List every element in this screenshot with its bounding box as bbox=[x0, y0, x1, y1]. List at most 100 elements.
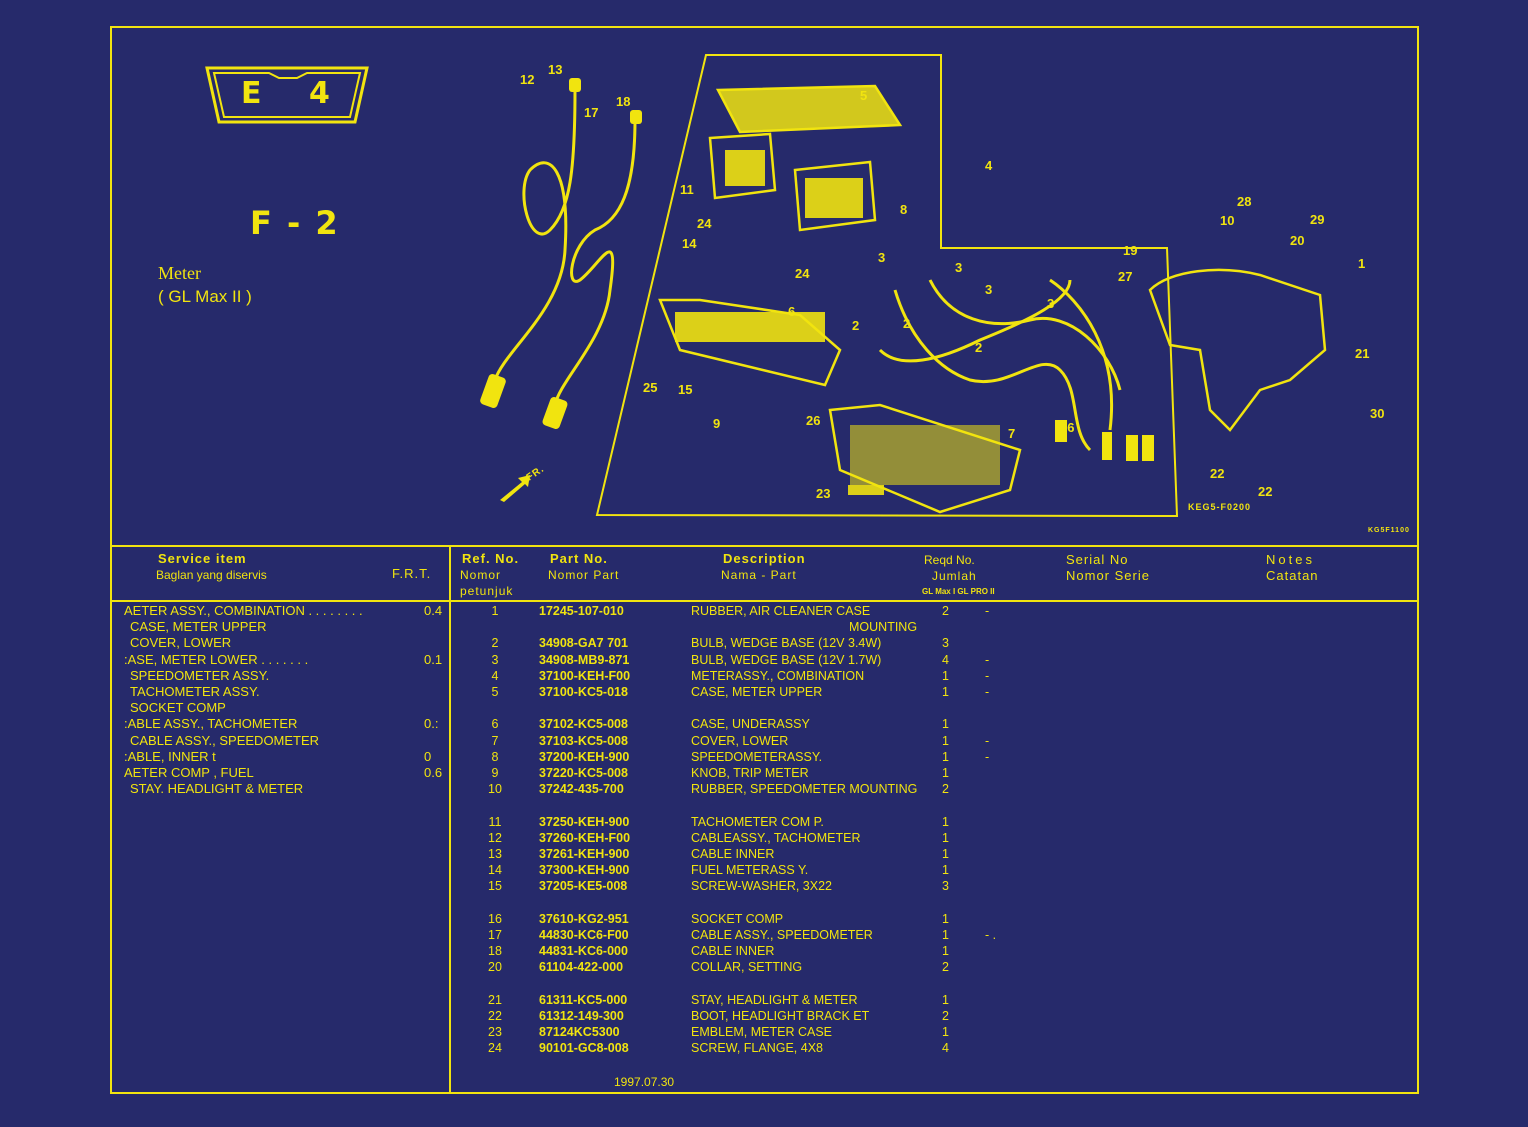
parts-desc: RUBBER, AIR CLEANER CASE bbox=[691, 604, 871, 618]
parts-qty: 2 bbox=[942, 604, 949, 618]
parts-ref: 17 bbox=[488, 928, 502, 942]
parts-qty: 1 bbox=[942, 944, 949, 959]
figure-reference: F - 2 bbox=[250, 204, 340, 242]
callout-10: 10 bbox=[1220, 213, 1235, 228]
parts-qty: 1 bbox=[942, 668, 949, 683]
parts-mark: - bbox=[985, 749, 990, 764]
callout-1: 1 bbox=[1358, 256, 1366, 271]
parts-ref: 16 bbox=[488, 911, 502, 926]
header-part-id: Nomor Part bbox=[548, 568, 620, 582]
parts-ref: 18 bbox=[488, 944, 502, 959]
callout-3a: 3 bbox=[878, 250, 886, 265]
service-item-row: SOCKET COMP bbox=[124, 700, 444, 716]
header-service-en: Service item bbox=[158, 551, 247, 566]
callout-2b: 2 bbox=[903, 316, 911, 331]
parts-pno: 37103-KC5-008 bbox=[539, 733, 628, 748]
divider-top-table bbox=[110, 545, 1419, 547]
print-date: 1997.07.30 bbox=[614, 1075, 675, 1089]
parts-pno: 37242-435-700 bbox=[539, 782, 624, 797]
parts-desc: CABLE ASSY., SPEEDOMETER bbox=[691, 928, 873, 942]
parts-ref: 8 bbox=[491, 749, 499, 764]
catalog-frame bbox=[110, 26, 1419, 1094]
badge-number: 4 bbox=[309, 76, 330, 111]
parts-desc-continuation: MOUNTING bbox=[849, 620, 918, 635]
parts-desc: SOCKET COMP bbox=[691, 911, 784, 926]
parts-pno: 37261-KEH-900 bbox=[539, 847, 630, 861]
header-ref-id2: petunjuk bbox=[460, 584, 514, 598]
callout-6: 6 bbox=[788, 304, 796, 319]
service-item-name: COVER, LOWER bbox=[130, 635, 232, 651]
parts-qty: 1 bbox=[942, 733, 949, 748]
callout-3b: 3 bbox=[955, 260, 963, 275]
parts-desc: SCREW-WASHER, 3X22 bbox=[691, 879, 833, 894]
callout-22b: 22 bbox=[1258, 484, 1273, 499]
parts-mark: - bbox=[985, 668, 990, 683]
parts-ref: 24 bbox=[488, 1041, 502, 1056]
parts-ref: 15 bbox=[488, 879, 502, 894]
divider-column bbox=[449, 545, 451, 1093]
callout-8: 8 bbox=[900, 202, 908, 217]
callout-5: 5 bbox=[860, 88, 868, 103]
page-title: Meter bbox=[158, 263, 201, 283]
diagram-corner-code: KG5F1100 bbox=[1368, 527, 1410, 534]
parts-qty: 1 bbox=[942, 863, 949, 878]
parts-desc: CABLE INNER bbox=[691, 944, 775, 959]
parts-ref: 4 bbox=[491, 668, 499, 683]
callout-26: 26 bbox=[806, 413, 821, 428]
callout-22a: 22 bbox=[1210, 466, 1225, 481]
parts-desc: METERASSY., COMBINATION bbox=[691, 668, 865, 683]
parts-desc: SPEEDOMETERASSY. bbox=[691, 749, 823, 764]
service-item-row: AETER ASSY., COMBINATION . . . . . . . .… bbox=[124, 603, 444, 619]
parts-pno: 61311-KC5-000 bbox=[539, 992, 628, 1007]
header-serial-en: Serial No bbox=[1066, 552, 1129, 567]
service-item-name: SPEEDOMETER ASSY. bbox=[130, 667, 270, 683]
parts-pno: 37100-KC5-018 bbox=[539, 685, 628, 699]
callout-27: 27 bbox=[1118, 269, 1133, 284]
service-item-name: AETER ASSY., COMBINATION . . . . . . . . bbox=[124, 603, 363, 618]
service-item-name: CASE, METER UPPER bbox=[130, 619, 267, 635]
header-notes-en: Notes bbox=[1266, 552, 1315, 567]
callout-15: 15 bbox=[678, 382, 693, 397]
callout-13: 13 bbox=[548, 62, 563, 77]
callout-17: 17 bbox=[584, 105, 599, 120]
service-item-frt: 0 bbox=[424, 748, 432, 764]
callout-3d: 3 bbox=[1047, 296, 1055, 311]
parts-pno: 34908-MB9-871 bbox=[539, 652, 630, 667]
parts-qty: 1 bbox=[942, 1025, 949, 1040]
service-item-row: CABLE ASSY., SPEEDOMETER bbox=[124, 733, 444, 749]
parts-qty: 1 bbox=[942, 685, 949, 699]
callout-16: 16 bbox=[1060, 420, 1075, 435]
parts-pno: 44830-KC6-F00 bbox=[539, 928, 629, 942]
header-reqd-en: Reqd No. bbox=[924, 553, 975, 567]
parts-ref: 10 bbox=[488, 782, 502, 797]
callout-4: 4 bbox=[985, 158, 993, 173]
parts-pno: 37300-KEH-900 bbox=[539, 863, 630, 878]
service-item-row: SPEEDOMETER ASSY. bbox=[124, 668, 444, 684]
parts-pno: 37610-KG2-951 bbox=[539, 911, 629, 926]
service-item-name: TACHOMETER ASSY. bbox=[130, 683, 260, 699]
section-badge: E 4 bbox=[205, 66, 369, 124]
callout-12: 12 bbox=[520, 72, 535, 87]
parts-mark: - bbox=[985, 685, 990, 699]
parts-qty: 1 bbox=[942, 766, 949, 780]
header-ref-en: Ref. No. bbox=[462, 551, 520, 566]
parts-pno: 44831-KC6-000 bbox=[539, 944, 628, 959]
parts-desc: BULB, WEDGE BASE (12V 3.4W) bbox=[691, 636, 882, 651]
parts-mark: - . bbox=[985, 928, 997, 942]
callout-9: 9 bbox=[713, 416, 721, 431]
parts-ref: 1 bbox=[491, 604, 499, 618]
parts-qty: 2 bbox=[942, 960, 949, 975]
service-item-name: :ABLE, INNER t bbox=[124, 748, 216, 764]
page-title-block: Meter ( GL Max II ) bbox=[158, 262, 252, 308]
parts-ref: 14 bbox=[488, 863, 502, 878]
parts-desc: EMBLEM, METER CASE bbox=[691, 1025, 832, 1040]
